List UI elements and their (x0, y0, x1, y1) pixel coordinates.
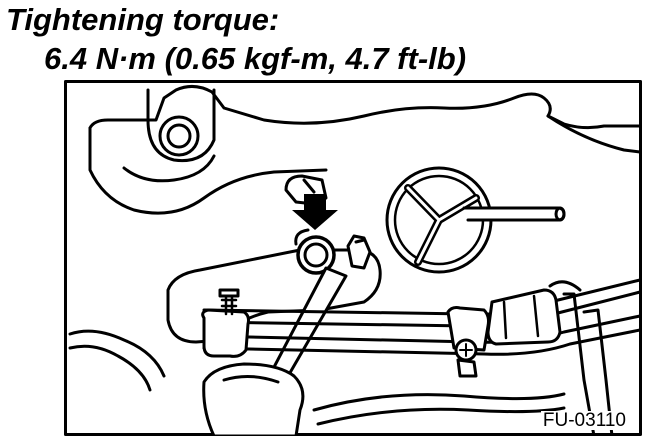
upper-bracket (146, 88, 216, 163)
body-panel-outline (88, 85, 642, 130)
round-component-spokes-inner (406, 186, 478, 264)
right-hose-sleeve-lines (502, 294, 540, 340)
illustration-frame: FU-03110 (64, 80, 642, 436)
body-panel-right (546, 114, 642, 154)
left-clamp-screw-head (218, 288, 240, 298)
target-bolt-washer (294, 228, 310, 246)
bolt-side-clip (346, 234, 372, 270)
torque-title: Tightening torque: (6, 2, 280, 37)
pointer-arrow (292, 194, 338, 230)
pipe-stub-right (462, 206, 566, 222)
target-bolt-inner (303, 242, 329, 268)
fuel-pipe-illustration (64, 80, 642, 436)
pipe-stub-end (554, 206, 566, 222)
right-frame-clip (548, 280, 582, 292)
left-clamp-screw (220, 292, 238, 316)
body-panel-inner (122, 154, 216, 183)
bottom-hose (312, 392, 566, 412)
torque-value: 6.4 N·m (0.65 kgf-m, 4.7 ft-lb) (44, 41, 467, 76)
bottom-rubber-ridge (222, 375, 280, 384)
body-panel-lower (88, 126, 328, 215)
bolt-side-clip-line (354, 238, 366, 244)
upper-bracket-bolt-inner (166, 123, 192, 149)
bottom-hose-2 (316, 406, 566, 426)
left-pipe-clamp (201, 308, 250, 358)
middle-clamp-bolt-mark (459, 343, 473, 357)
pipe-stay-clip-line (302, 178, 316, 194)
fuel-pipe-lower-2 (202, 328, 642, 356)
right-frame-member (562, 292, 614, 436)
middle-clamp-base (456, 358, 478, 378)
lower-left-hose (68, 329, 166, 378)
figure-code: FU-03110 (540, 410, 628, 431)
bottom-rubber-component (202, 362, 305, 436)
lower-left-hose-2 (68, 344, 152, 392)
